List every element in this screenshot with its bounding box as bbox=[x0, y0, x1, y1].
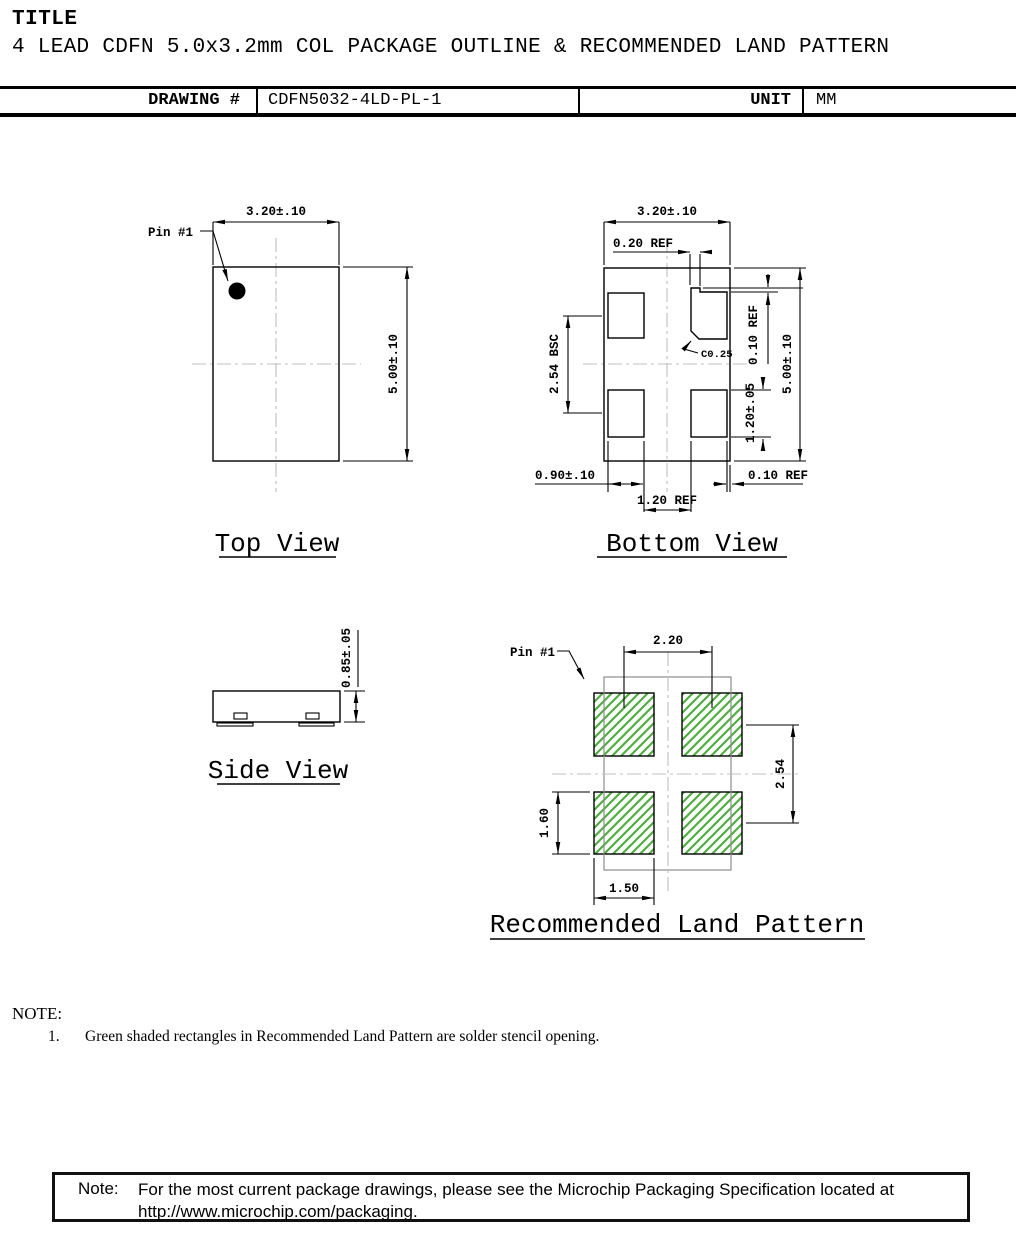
footer-note-line2: http://www.microchip.com/packaging. bbox=[138, 1202, 418, 1221]
centerline bbox=[583, 238, 752, 492]
dim-pad-height: 1.60 bbox=[538, 791, 590, 855]
table-divider bbox=[802, 89, 804, 113]
dim-text: 2.54 bbox=[774, 759, 788, 790]
dim-text: 1.50 bbox=[609, 882, 639, 896]
drawing-number-label: DRAWING # bbox=[148, 91, 240, 110]
dim-edge: 0.10 REF bbox=[713, 469, 808, 487]
dim-pitch: 2.54 BSC bbox=[548, 315, 602, 414]
dim-top-width: 3.20±.10 bbox=[212, 205, 340, 265]
bottom-terminal bbox=[298, 722, 335, 727]
leader-line bbox=[557, 650, 585, 680]
bottom-terminal bbox=[216, 722, 254, 727]
extension-line bbox=[623, 646, 713, 708]
dim-text: C0.25 bbox=[701, 349, 733, 361]
extension-line bbox=[731, 389, 771, 438]
drawing-number-value: CDFN5032-4LD-PL-1 bbox=[268, 91, 442, 110]
pin1-callout: Pin #1 bbox=[510, 646, 585, 680]
table-divider bbox=[578, 89, 580, 113]
package-outline bbox=[212, 266, 340, 462]
extension-line bbox=[734, 267, 806, 462]
terminal-cross-section bbox=[233, 712, 248, 720]
land-pattern-view: Pin #1 2.20 2.54 1.60 1.50 bbox=[490, 634, 865, 940]
dim-notch: 0.20 REF bbox=[613, 237, 712, 286]
dim-text: 1.20±.05 bbox=[744, 383, 758, 443]
dim-pad-width: 1.50 bbox=[593, 858, 655, 905]
package-outline bbox=[603, 267, 731, 462]
dim-step: 0.10 REF bbox=[703, 274, 803, 365]
footer-note-text: For the most current package drawings, p… bbox=[138, 1179, 958, 1223]
dim-text: 1.60 bbox=[538, 808, 552, 838]
dim-bottom-height: 5.00±.10 bbox=[734, 267, 806, 462]
dim-text: 2.54 BSC bbox=[548, 333, 562, 394]
dim-text: 1.20 REF bbox=[637, 494, 697, 508]
table-divider bbox=[256, 89, 258, 113]
dim-pitch-x: 2.20 bbox=[623, 634, 713, 708]
terminal-pad-pin1 bbox=[690, 287, 728, 340]
stencil-pad bbox=[593, 791, 655, 855]
terminal-pad bbox=[607, 292, 645, 339]
extension-line bbox=[746, 724, 799, 824]
footer-note-line1: For the most current package drawings, p… bbox=[138, 1180, 894, 1199]
pin1-label: Pin #1 bbox=[510, 646, 555, 660]
unit-label: UNIT bbox=[750, 91, 791, 110]
dim-pitch-y: 2.54 bbox=[746, 724, 799, 824]
pin1-marker-dot bbox=[228, 282, 246, 300]
dim-text: 5.00±.10 bbox=[781, 334, 795, 394]
dim-text: 0.10 REF bbox=[748, 469, 808, 483]
note-heading: NOTE: bbox=[12, 1004, 63, 1023]
terminal-pad bbox=[690, 389, 728, 438]
stencil-pad bbox=[681, 791, 743, 855]
footer-note-box: Note: For the most current package drawi… bbox=[52, 1172, 970, 1222]
page-title: 4 LEAD CDFN 5.0x3.2mm COL PACKAGE OUTLIN… bbox=[12, 36, 890, 59]
bottom-view: 3.20±.10 0.20 REF 0.10 REF 5.00±.10 bbox=[535, 205, 808, 559]
extension-line bbox=[603, 222, 731, 265]
terminal-pad bbox=[607, 389, 645, 438]
top-view: 3.20±.10 5.00±.10 Pin #1 Top View bbox=[148, 205, 413, 559]
note-item-text: Green shaded rectangles in Recommended L… bbox=[85, 1028, 600, 1045]
title-label: TITLE bbox=[12, 8, 78, 31]
pin1-callout: Pin #1 bbox=[148, 226, 229, 282]
top-view-title: Top View bbox=[215, 529, 340, 559]
pin1-label: Pin #1 bbox=[148, 226, 193, 240]
dim-bottom-width: 3.20±.10 bbox=[603, 205, 731, 265]
extension-line bbox=[212, 222, 340, 265]
chamfer-callout: C0.25 bbox=[681, 340, 733, 361]
note-item-number: 1. bbox=[48, 1028, 60, 1045]
dim-text: 5.00±.10 bbox=[387, 334, 401, 394]
footer-note-label: Note: bbox=[78, 1179, 119, 1198]
dim-top-height: 5.00±.10 bbox=[343, 266, 413, 462]
spec-table: DRAWING # CDFN5032-4LD-PL-1 UNIT MM bbox=[0, 86, 1016, 117]
dim-text: 2.20 bbox=[653, 634, 683, 648]
unit-value: MM bbox=[816, 91, 837, 110]
dim-pad-length: 1.20±.05 bbox=[731, 377, 771, 451]
extension-line bbox=[703, 287, 803, 293]
land-pattern-title: Recommended Land Pattern bbox=[490, 910, 864, 940]
dim-text: 0.85±.05 bbox=[340, 628, 354, 688]
dim-text: 3.20±.10 bbox=[637, 205, 697, 219]
dim-text: 0.90±.10 bbox=[535, 469, 595, 483]
extension-line bbox=[344, 690, 365, 723]
leader-line bbox=[681, 340, 699, 354]
centerline bbox=[552, 652, 800, 895]
dim-pad-gap: 1.20 REF bbox=[637, 494, 697, 513]
dim-thickness: 0.85±.05 bbox=[340, 628, 365, 723]
dim-text: 3.20±.10 bbox=[246, 205, 306, 219]
side-view-title: Side View bbox=[208, 756, 349, 786]
extension-line bbox=[607, 441, 731, 512]
extension-line bbox=[689, 254, 701, 286]
centerline bbox=[192, 238, 361, 492]
leader-line bbox=[200, 230, 229, 282]
terminal-cross-section bbox=[305, 712, 320, 720]
package-body bbox=[212, 690, 341, 723]
dim-text: 0.20 REF bbox=[613, 237, 673, 251]
extension-line bbox=[343, 266, 413, 462]
dim-text: 0.10 REF bbox=[747, 305, 761, 365]
dim-pad-width: 0.90±.10 bbox=[535, 469, 643, 487]
side-view: 0.85±.05 Side View bbox=[208, 628, 365, 786]
bottom-view-title: Bottom View bbox=[606, 529, 778, 559]
